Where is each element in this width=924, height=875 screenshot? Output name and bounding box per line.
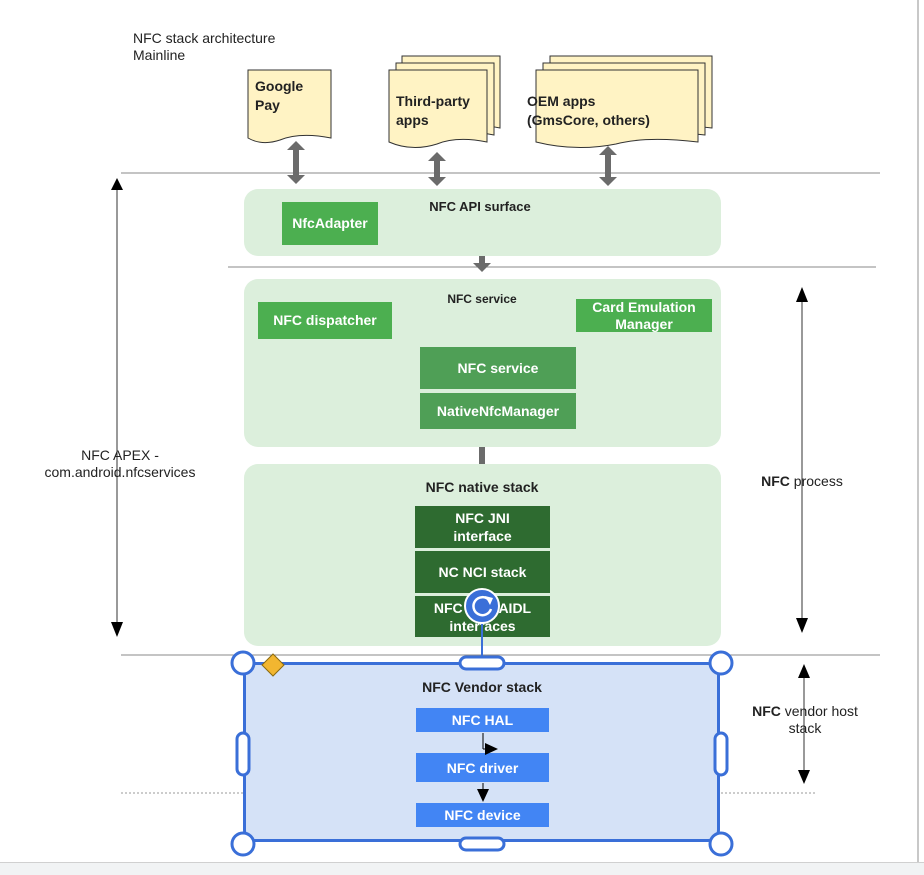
- double-arrow-google-pay: [287, 141, 305, 184]
- apex-label-line1: NFC APEX -: [81, 447, 159, 463]
- third-party-apps-label: Third-party apps: [396, 92, 470, 130]
- resize-handle-bottom[interactable]: [458, 836, 506, 852]
- nfc-process-bold: NFC: [761, 473, 790, 489]
- nfc-service-panel-title: NFC service: [447, 292, 517, 306]
- card-emulation-manager-box[interactable]: Card Emulation Manager: [576, 299, 712, 332]
- resize-handle-left[interactable]: [235, 731, 251, 777]
- diagram-title-line2: Mainline: [133, 47, 186, 63]
- double-arrow-oem: [599, 146, 617, 186]
- nfc-driver-box[interactable]: NFC driver: [416, 753, 549, 782]
- third-party-label-line1: Third-party: [396, 93, 470, 109]
- vendor-host-bold: NFC: [752, 703, 781, 719]
- canvas-bottom-edge: [0, 862, 924, 875]
- hal-to-driver-connector: [482, 733, 498, 755]
- apex-label: NFC APEX - com.android.nfcservices: [30, 447, 210, 481]
- google-pay-label-line1: Google: [255, 78, 304, 94]
- nfc-process-rest: process: [789, 473, 843, 489]
- oem-apps-document: [535, 55, 713, 149]
- nfc-jni-interface-box[interactable]: NFC JNI interface: [415, 506, 550, 548]
- oem-label-line1: OEM apps: [527, 93, 596, 109]
- resize-handle-top[interactable]: [458, 655, 506, 671]
- vendor-host-rest: vendor host: [780, 703, 858, 719]
- card-emulation-line2: Manager: [615, 315, 673, 332]
- google-pay-document: [247, 69, 332, 144]
- google-pay-label: Google Pay: [255, 77, 303, 115]
- nfc-device-box[interactable]: NFC device: [416, 803, 549, 827]
- google-pay-label-line2: Pay: [255, 97, 280, 113]
- driver-to-device-connector: [477, 783, 489, 802]
- nfc-dispatcher-box[interactable]: NFC dispatcher: [258, 302, 392, 339]
- third-party-label-line2: apps: [396, 112, 429, 128]
- adjust-diamond-handle[interactable]: [261, 653, 285, 677]
- resize-handle-top-left[interactable]: [230, 650, 256, 676]
- vendor-stack-title: NFC Vendor stack: [422, 679, 542, 695]
- nfc-process-label: NFC process: [752, 473, 852, 490]
- native-stack-title: NFC native stack: [425, 479, 539, 495]
- native-nfc-manager-box[interactable]: NativeNfcManager: [420, 393, 576, 429]
- oem-label-line2: (GmsCore, others): [527, 112, 650, 128]
- resize-handle-top-right[interactable]: [708, 650, 734, 676]
- vendor-host-range-arrow: [798, 664, 810, 784]
- diagram-title: NFC stack architecture Mainline: [133, 30, 275, 64]
- nfc-adapter-box[interactable]: NfcAdapter: [282, 202, 378, 245]
- process-range-arrow: [796, 287, 808, 633]
- rotate-icon[interactable]: [464, 588, 500, 624]
- vendor-host-label: NFC vendor host stack: [740, 703, 870, 737]
- api-surface-title: NFC API surface: [429, 199, 531, 214]
- jni-line2: interface: [453, 528, 512, 544]
- diagram-title-line1: NFC stack architecture: [133, 30, 276, 46]
- canvas-right-edge: [917, 0, 919, 862]
- third-party-apps-document: [388, 55, 501, 148]
- nfc-hal-box[interactable]: NFC HAL: [416, 708, 549, 732]
- resize-handle-right[interactable]: [713, 731, 729, 777]
- apex-label-line2: com.android.nfcservices: [44, 464, 196, 480]
- oem-apps-label: OEM apps (GmsCore, others): [527, 92, 650, 130]
- nfc-service-box[interactable]: NFC service: [420, 347, 576, 389]
- jni-line1: NFC JNI: [455, 510, 510, 526]
- resize-handle-bottom-right[interactable]: [708, 831, 734, 857]
- apex-range-arrow: [111, 178, 123, 637]
- vendor-host-line2: stack: [788, 720, 822, 736]
- nci-stack-box[interactable]: NC NCI stack: [415, 551, 550, 593]
- double-arrow-third-party: [428, 152, 446, 186]
- resize-handle-bottom-left[interactable]: [230, 831, 256, 857]
- card-emulation-line1: Card Emulation: [592, 298, 696, 315]
